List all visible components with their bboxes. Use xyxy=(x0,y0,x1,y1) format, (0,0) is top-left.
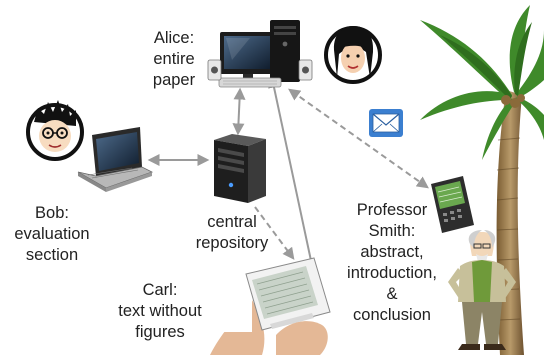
professor-smith-figure-icon xyxy=(448,230,516,350)
desktop-computer-icon xyxy=(207,20,313,88)
bob-label-line-1: Bob: xyxy=(35,204,69,222)
smith-label-line-4: introduction, xyxy=(347,264,437,282)
connection-alice-repository xyxy=(232,87,246,136)
alice-avatar-icon xyxy=(324,26,382,84)
smith-label-line-6: conclusion xyxy=(353,306,431,324)
alice-label-line-2: entire xyxy=(153,50,195,68)
smartphone-icon xyxy=(431,176,474,233)
carl-label-line-1: Carl: xyxy=(142,281,178,299)
smith-label-line-2: Smith: xyxy=(368,222,416,240)
smith-label-line-1: Professor xyxy=(356,201,428,219)
smith-label-line-3: abstract, xyxy=(360,243,424,261)
email-envelope-icon xyxy=(369,109,403,137)
carl-label-line-3: figures xyxy=(135,323,185,341)
carl-label: Carl: text without figures xyxy=(108,280,212,343)
server-tower-icon xyxy=(214,134,266,203)
bob-avatar-icon xyxy=(26,100,84,161)
ebook-reader-icon xyxy=(210,257,331,355)
laptop-icon xyxy=(77,127,154,192)
alice-label: Alice: entire paper xyxy=(142,28,206,91)
connection-carl-alice xyxy=(268,75,314,271)
alice-label-line-1: Alice: xyxy=(153,29,195,47)
bob-label: Bob: evaluation section xyxy=(4,203,100,266)
repository-label-line-2: repository xyxy=(195,234,269,252)
smith-label: Professor Smith: abstract, introduction,… xyxy=(336,200,448,326)
connection-repository-carl xyxy=(254,206,295,260)
carl-label-line-2: text without xyxy=(118,302,202,320)
smith-label-line-5: & xyxy=(386,285,398,303)
connection-smith-alice xyxy=(288,88,429,189)
repository-label: central repository xyxy=(186,212,278,254)
alice-label-line-3: paper xyxy=(152,71,196,89)
repository-label-line-1: central xyxy=(207,213,257,231)
connections xyxy=(147,75,429,271)
bob-label-line-3: section xyxy=(25,246,79,264)
bob-label-line-2: evaluation xyxy=(14,225,90,243)
